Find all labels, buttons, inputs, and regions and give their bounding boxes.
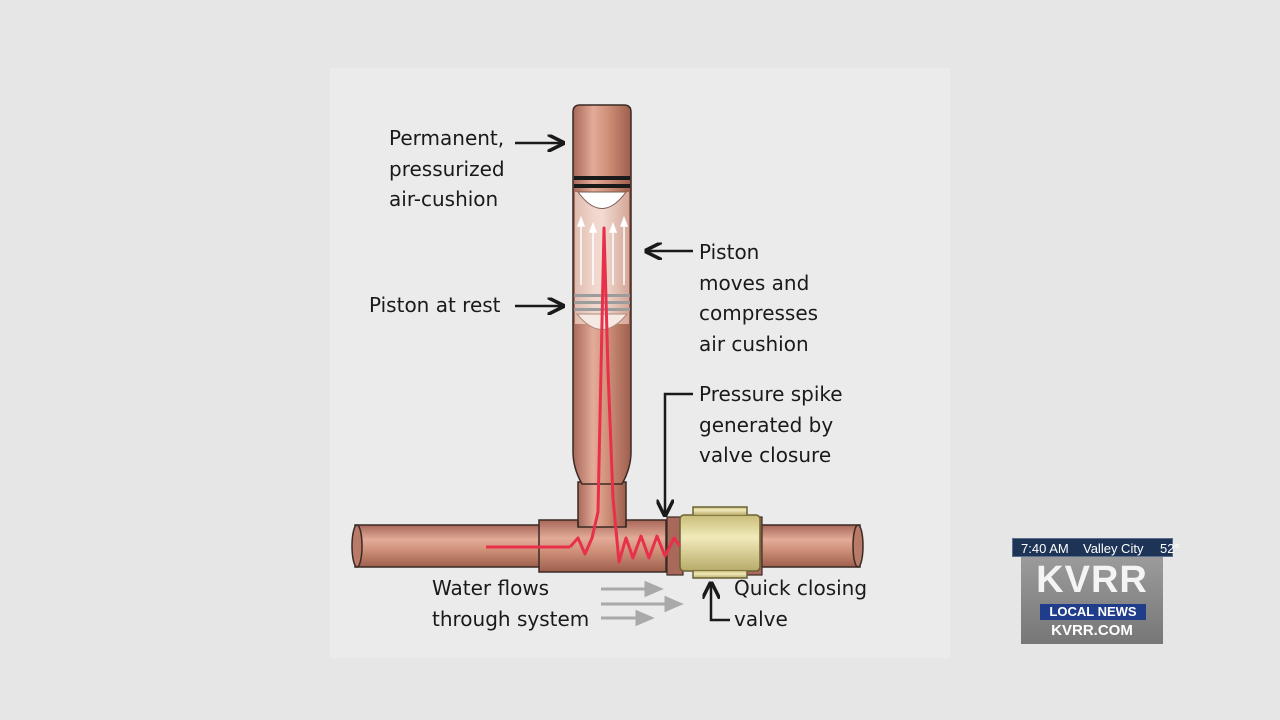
- kvrr-logo-text: KVRR: [1036, 559, 1148, 601]
- arrow-quick-valve: [711, 583, 730, 622]
- label-air-cushion: Permanent, pressurized air-cushion: [389, 126, 505, 211]
- water-flow-arrows: [601, 580, 684, 627]
- kvrr-logo: KVRR LOCAL NEWS KVRR.COM: [1021, 557, 1163, 644]
- bug-temperature: 52°: [1160, 541, 1180, 556]
- bug-city: Valley City: [1083, 541, 1144, 556]
- upward-motion-arrows: [576, 215, 629, 285]
- label-quick-valve: Quick closing valve: [734, 576, 868, 631]
- bug-time-weather-bar: 7:40 AM Valley City 52°: [1012, 538, 1180, 557]
- annotation-arrows: [515, 143, 730, 622]
- piston-moved: [574, 176, 630, 209]
- arrow-pressure-spike: [665, 392, 693, 515]
- label-piston-rest: Piston at rest: [369, 293, 501, 317]
- label-pressure-spike: Pressure spike generated by valve closur…: [699, 382, 843, 467]
- label-water-flows: Water flows through system: [432, 576, 590, 631]
- pressure-wave: [486, 226, 682, 564]
- bug-time: 7:40 AM: [1021, 541, 1069, 556]
- quick-closing-valve: [666, 506, 763, 579]
- label-piston-moves: Piston moves and compresses air cushion: [699, 240, 819, 356]
- local-news-tag: LOCAL NEWS: [1040, 604, 1146, 620]
- kvrr-website: KVRR.COM: [1051, 622, 1133, 639]
